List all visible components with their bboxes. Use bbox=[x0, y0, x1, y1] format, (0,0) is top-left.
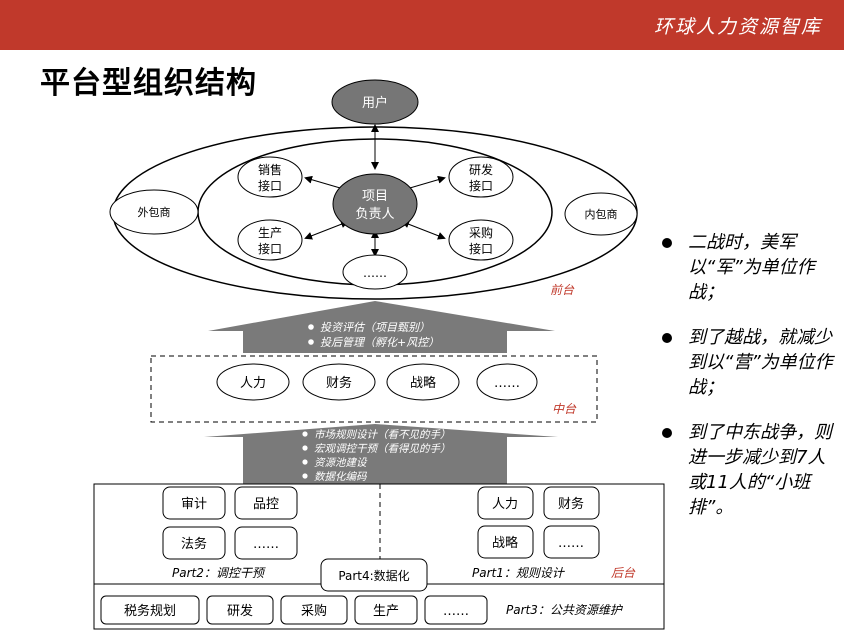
back-stage-box bbox=[93, 483, 665, 630]
arrow-purchase bbox=[401, 220, 446, 240]
part3-item bbox=[424, 595, 488, 625]
arrow1-item: 投后管理（孵化+风控） bbox=[320, 336, 439, 349]
middle-item-label: …… bbox=[494, 376, 520, 391]
part3-item bbox=[280, 595, 348, 625]
part3-item-label: 采购 bbox=[301, 603, 327, 619]
part4-label: Part4:数据化 bbox=[338, 568, 409, 583]
middle-item-label: 人力 bbox=[240, 376, 266, 391]
part2-item bbox=[162, 526, 226, 560]
upward-arrow-2 bbox=[204, 424, 558, 484]
middle-item bbox=[302, 363, 376, 401]
part1-item-label: 财务 bbox=[558, 496, 584, 512]
project-leader-node bbox=[332, 173, 418, 235]
bullet-dot bbox=[302, 459, 308, 465]
middle-item bbox=[386, 363, 460, 401]
insourcer-label: 内包商 bbox=[585, 207, 618, 221]
bullet-dot bbox=[308, 324, 314, 330]
front-stage-label: 前台 bbox=[550, 283, 575, 297]
user-node bbox=[331, 79, 419, 125]
rnd-interface-node bbox=[448, 156, 514, 198]
part1-item-label: 战略 bbox=[492, 535, 518, 551]
part2-item bbox=[162, 486, 226, 520]
part3-item bbox=[354, 595, 418, 625]
part1-item bbox=[477, 525, 534, 559]
arrow2-item: 市场规则设计（看不见的手） bbox=[314, 429, 451, 441]
part2-item-label: 审计 bbox=[181, 497, 207, 512]
bullet-item: 到了越战，就减少到以“营”为单位作战； bbox=[662, 325, 838, 400]
purchase-line1: 采购 bbox=[469, 225, 493, 240]
arrow-production bbox=[304, 220, 349, 240]
bullet-dot bbox=[662, 428, 672, 438]
rnd-line1: 研发 bbox=[469, 162, 493, 177]
arrow1-item: 投资评估（项目甄别） bbox=[320, 321, 430, 334]
bullet-dot bbox=[302, 445, 308, 451]
middle-item-label: 战略 bbox=[410, 375, 436, 391]
purchase-line2: 接口 bbox=[469, 241, 493, 256]
part2-item-label: 法务 bbox=[181, 536, 207, 552]
outsourcer-label: 外包商 bbox=[138, 205, 171, 219]
part2-item bbox=[234, 486, 298, 520]
bullet-dot bbox=[302, 431, 308, 437]
project-leader-line2: 负责人 bbox=[355, 207, 394, 222]
header-bar: 环球人力资源智库 bbox=[0, 0, 844, 50]
upward-arrow-1 bbox=[208, 301, 555, 353]
part2-item-label: 品控 bbox=[253, 497, 279, 512]
bullet-text: 二战时，美军以“军”为单位作战； bbox=[688, 232, 815, 303]
part3-item-label: 税务规划 bbox=[124, 603, 176, 619]
page-title: 平台型组织结构 bbox=[40, 66, 257, 101]
part1-label: Part1：规则设计 bbox=[472, 566, 566, 580]
rnd-line2: 接口 bbox=[469, 178, 493, 193]
middle-stage-label: 中台 bbox=[552, 402, 577, 416]
part1-item bbox=[543, 525, 600, 559]
part2-item bbox=[234, 526, 298, 560]
production-line2: 接口 bbox=[258, 241, 282, 256]
bullet-dot bbox=[662, 238, 672, 248]
production-line1: 生产 bbox=[258, 226, 282, 240]
middle-item-label: 财务 bbox=[326, 375, 352, 391]
outsourcer-node bbox=[109, 189, 199, 235]
more-interface-node bbox=[342, 254, 408, 290]
arrow2-item: 数据化编码 bbox=[314, 471, 368, 483]
part3-item-label: …… bbox=[443, 604, 469, 619]
bullet-dot bbox=[302, 473, 308, 479]
part1-item-label: 人力 bbox=[492, 497, 518, 512]
production-interface-node bbox=[237, 219, 303, 261]
back-stage-label: 后台 bbox=[611, 566, 636, 580]
part3-label: Part3：公共资源维护 bbox=[506, 603, 624, 617]
part1-item-label: …… bbox=[558, 536, 584, 551]
part3-item bbox=[100, 595, 200, 625]
more-interface-label: …… bbox=[363, 266, 387, 280]
bullet-text: 到了中东战争，则进一步减少到7人或11人的“小班排”。 bbox=[688, 422, 832, 518]
bullet-text: 到了越战，就减少到以“营”为单位作战； bbox=[688, 327, 833, 398]
part3-item-label: 生产 bbox=[373, 604, 399, 619]
bullet-list: 二战时，美军以“军”为单位作战； 到了越战，就减少到以“营”为单位作战； 到了中… bbox=[662, 230, 838, 540]
insourcer-node bbox=[564, 192, 638, 236]
user-label: 用户 bbox=[362, 95, 388, 111]
sales-line2: 接口 bbox=[258, 178, 282, 193]
brand-name: 环球人力资源智库 bbox=[653, 16, 822, 38]
purchase-interface-node bbox=[448, 219, 514, 261]
project-leader-line1: 项目 bbox=[362, 189, 388, 204]
arrow2-item: 资源池建设 bbox=[314, 457, 368, 469]
part1-item bbox=[477, 486, 534, 520]
part3-item bbox=[206, 595, 274, 625]
middle-item bbox=[216, 363, 290, 401]
part1-item bbox=[543, 486, 600, 520]
part2-label: Part2：调控干预 bbox=[172, 566, 266, 580]
bullet-item: 二战时，美军以“军”为单位作战； bbox=[662, 230, 838, 305]
sales-line1: 销售 bbox=[258, 162, 282, 177]
part4-box bbox=[320, 558, 428, 592]
bullet-dot bbox=[308, 339, 314, 345]
part2-item-label: …… bbox=[253, 537, 279, 552]
middle-item bbox=[476, 363, 538, 401]
part3-item-label: 研发 bbox=[227, 603, 253, 619]
arrow2-item: 宏观调控干预（看得见的手） bbox=[314, 443, 451, 455]
bullet-dot bbox=[662, 333, 672, 343]
sales-interface-node bbox=[237, 156, 303, 198]
bullet-item: 到了中东战争，则进一步减少到7人或11人的“小班排”。 bbox=[662, 420, 838, 520]
